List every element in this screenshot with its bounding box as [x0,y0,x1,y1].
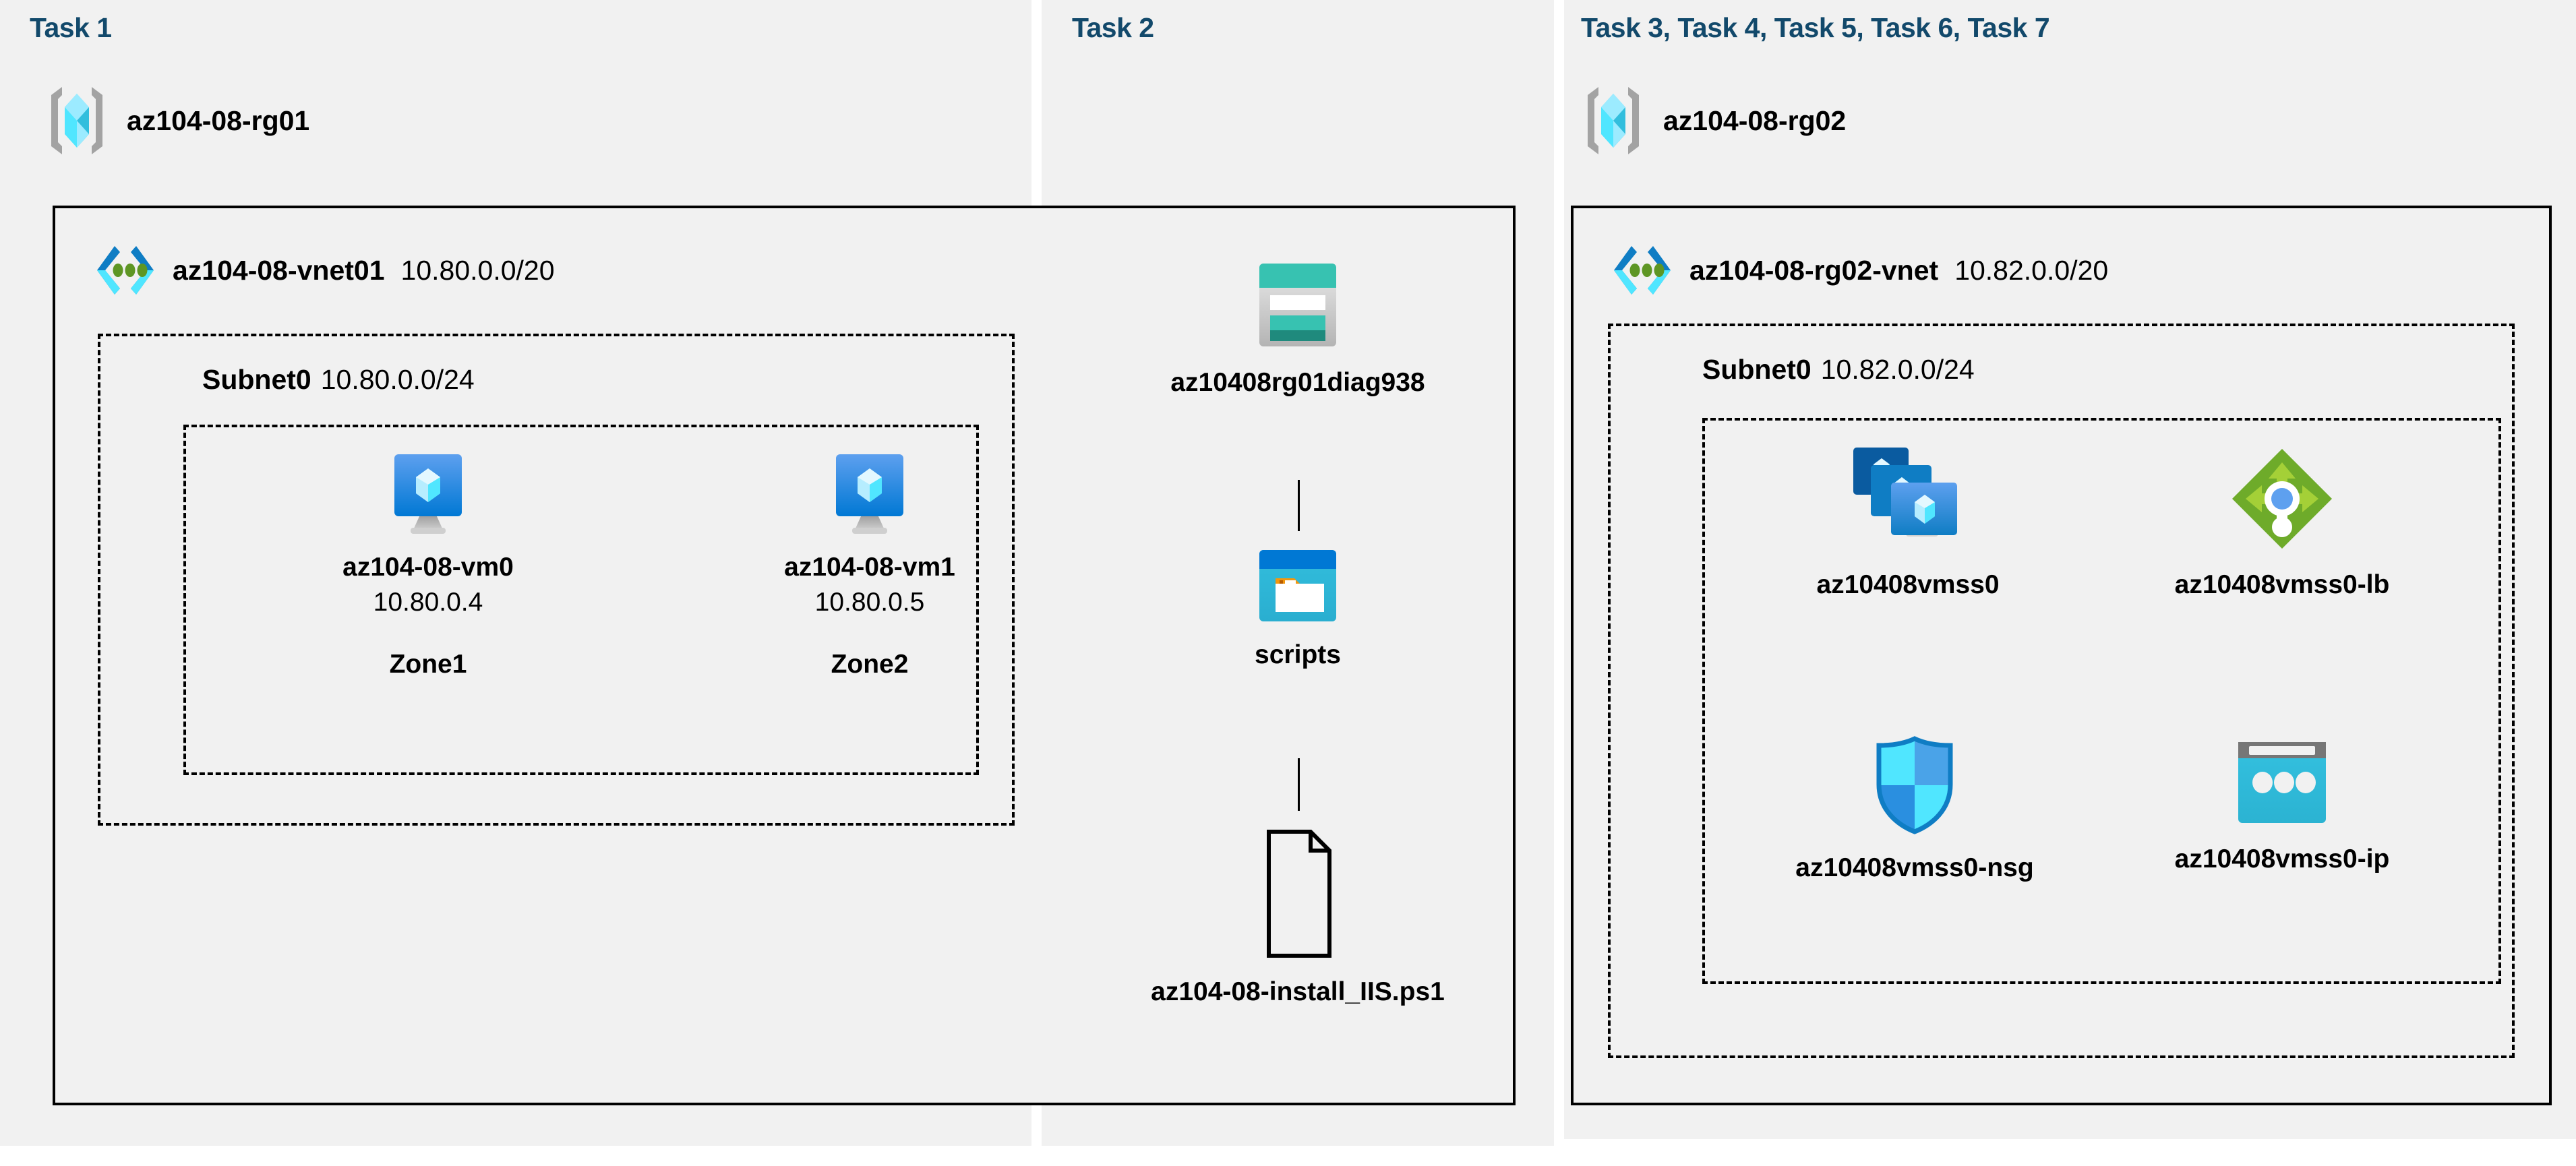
storage-account-icon [1254,259,1342,350]
vnet02-boundary [1571,206,2552,1105]
resource-group-rg01[interactable]: az104-08-rg01 [44,84,309,157]
vnet01-label[interactable]: az104-08-vnet01 10.80.0.0/20 [94,239,555,301]
task1-heading: Task 1 [30,12,112,43]
subnet0-boundary-task1 [98,334,1015,826]
subnet0-label-task3: Subnet0 10.82.0.0/24 [1702,354,1975,386]
vm-name: az104-08-vm0 [342,553,514,582]
public-ip-address-icon [2234,738,2330,827]
subnet0-boundary-task3 [1608,324,2515,1058]
subnet-cidr: 10.82.0.0/24 [1820,354,1975,385]
vm-ip-address: 10.80.0.5 [814,588,925,617]
public-ip-name: az10408vmss0-ip [2174,845,2390,873]
load-balancer-node[interactable]: az10408vmss0-lb [2127,445,2437,600]
vnet02-name: az104-08-rg02-vnet [1689,254,1939,286]
resource-group-name: az104-08-rg02 [1663,104,1847,136]
vnet02-label[interactable]: az104-08-rg02-vnet 10.82.0.0/20 [1611,239,2108,301]
task3-heading: Task 3, Task 4, Task 5, Task 6, Task 7 [1581,12,2050,43]
vm-scale-set-icon [1851,445,1965,553]
virtual-machine-icon [828,450,911,538]
resource-group-name: az104-08-rg01 [127,104,310,136]
vmss-resource-group-boundary [1702,418,2501,984]
vm-node-vm0[interactable]: az104-08-vm0 10.80.0.4 Zone1 [287,450,570,679]
task2-heading: Task 2 [1072,12,1154,43]
file-document-icon [1255,828,1340,960]
vm-zone: Zone2 [831,650,909,679]
load-balancer-icon [2228,445,2336,553]
availability-zone-group-boundary [183,425,979,775]
vnet01-cidr: 10.80.0.0/20 [400,254,555,286]
resource-group-icon [44,84,109,157]
vm-name: az104-08-vm1 [784,553,955,582]
container-name: scripts [1255,640,1341,669]
blob-container-icon [1258,546,1338,625]
subnet0-label-task1: Subnet0 10.80.0.0/24 [202,364,475,396]
vm-zone: Zone1 [389,650,467,679]
virtual-machine-icon [386,450,470,538]
vnet02-cidr: 10.82.0.0/20 [1954,254,2109,286]
vm-ip-address: 10.80.0.4 [373,588,483,617]
nsg-name: az10408vmss0-nsg [1795,853,2034,882]
subnet-name: Subnet0 [202,364,311,395]
virtual-network-icon [1611,239,1673,301]
blob-container-node[interactable]: scripts [1187,546,1409,670]
storage-account-name: az10408rg01diag938 [1170,368,1425,397]
storage-account-node[interactable]: az10408rg01diag938 [1089,259,1507,398]
subnet-name: Subnet0 [1702,354,1811,385]
vnet01-name: az104-08-vnet01 [173,254,385,286]
public-ip-node[interactable]: az10408vmss0-ip [2127,738,2437,874]
connector-container-to-file [1298,758,1300,811]
file-name: az104-08-install_IIS.ps1 [1151,977,1445,1006]
subnet-cidr: 10.80.0.0/24 [320,364,475,395]
vmss-name: az10408vmss0 [1816,570,2000,599]
script-file-node[interactable]: az104-08-install_IIS.ps1 [1089,828,1507,1007]
connector-storage-to-container [1298,480,1300,531]
resource-group-rg02[interactable]: az104-08-rg02 [1581,84,1846,157]
resource-group-icon [1581,84,1646,157]
nsg-node[interactable]: az10408vmss0-nsg [1760,735,2070,883]
vm-node-vm1[interactable]: az104-08-vm1 10.80.0.5 Zone2 [728,450,1011,679]
network-security-group-icon [1872,735,1957,836]
virtual-network-icon [94,239,156,301]
vmss-node[interactable]: az10408vmss0 [1753,445,2063,600]
load-balancer-name: az10408vmss0-lb [2174,570,2390,599]
